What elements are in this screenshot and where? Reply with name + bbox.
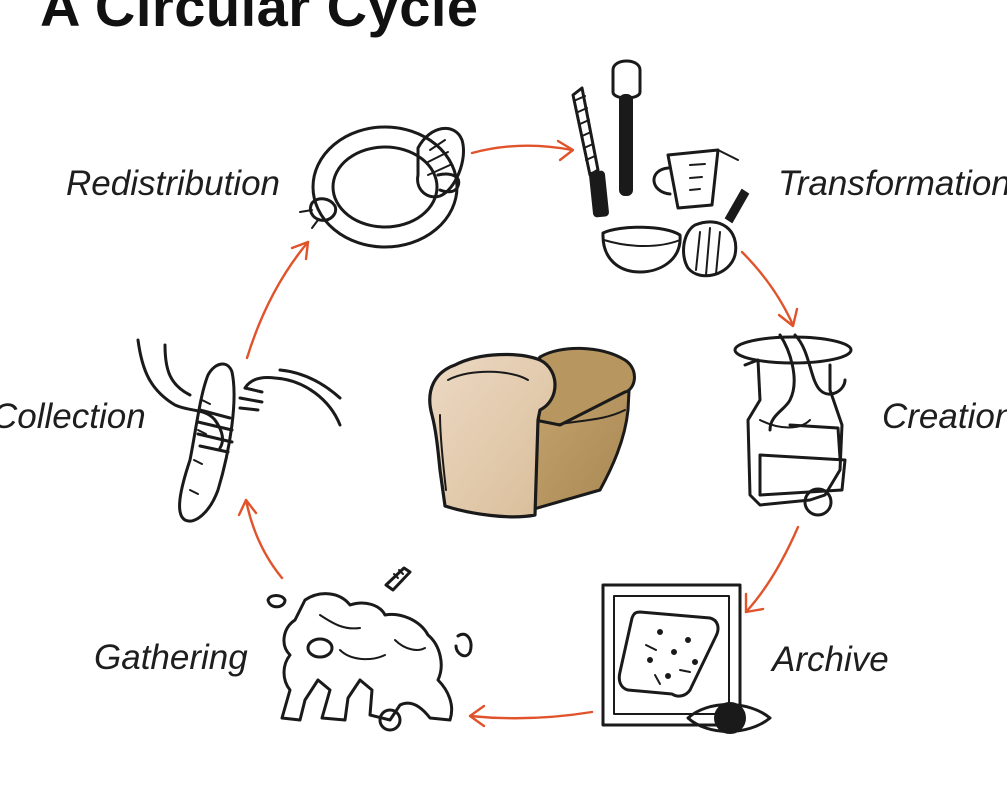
hands-holding-baguette-icon <box>138 340 340 521</box>
stage-label-creation: Creation <box>882 399 1007 434</box>
arrow-creation-to-archive <box>746 527 798 612</box>
arrow-archive-to-gathering <box>470 706 592 726</box>
stage-label-redistribution: Redistribution <box>66 166 280 201</box>
bread-loaf-icon <box>430 348 635 516</box>
abstract-sculpture-icon <box>735 335 851 515</box>
arrow-transformation-to-creation <box>742 252 797 326</box>
stage-label-gathering: Gathering <box>94 640 248 675</box>
kitchen-utensils-icon <box>573 61 748 276</box>
arrow-collection-to-redistribution <box>247 242 308 358</box>
arrow-redistribution-to-transformation <box>472 141 573 160</box>
stage-label-collection: Collection <box>0 399 146 434</box>
people-gathering-icon <box>268 568 471 730</box>
ring-with-hands-and-bread-icon <box>300 127 463 247</box>
stage-label-archive: Archive <box>772 642 889 677</box>
arrow-gathering-to-collection <box>239 500 282 578</box>
stage-label-transformation: Transformation <box>778 166 1007 201</box>
